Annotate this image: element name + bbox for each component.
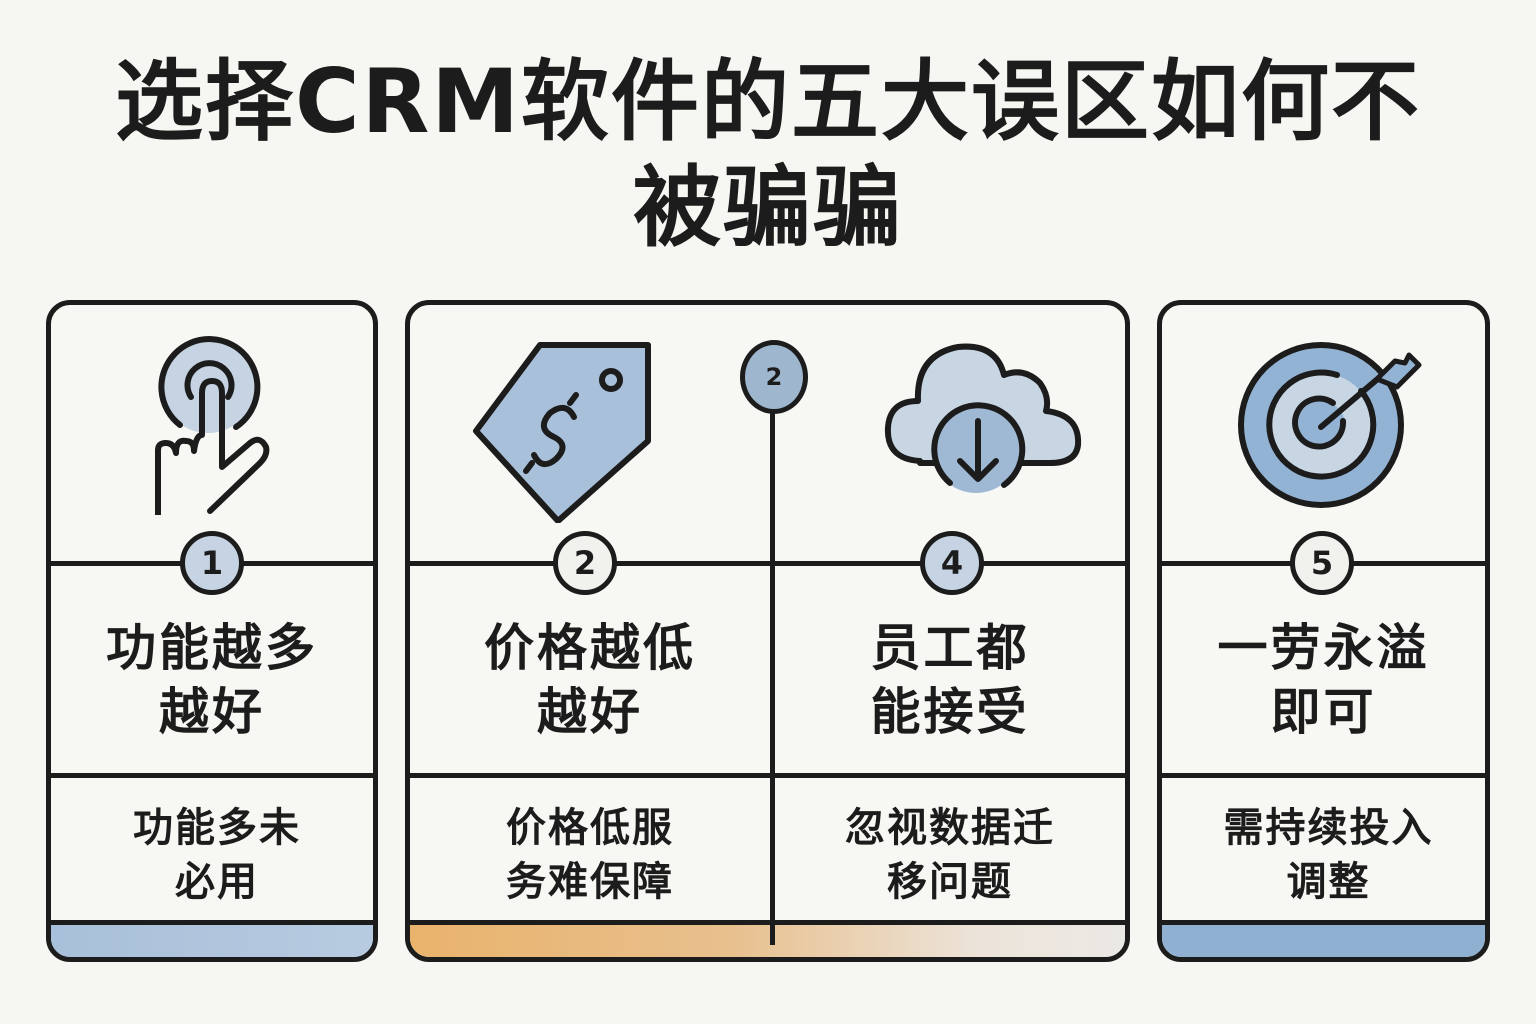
card-4-desc: 忽视数据迁 移问题 (775, 795, 1125, 915)
card-2-desc: 价格低服 务难保障 (410, 795, 770, 915)
card-base-strip (410, 920, 1125, 957)
card-2-heading: 价格越低 越好 (410, 605, 770, 755)
desc-line: 功能多未 (133, 805, 301, 851)
step-badge-1: 1 (180, 531, 244, 595)
card-5-desc: 需持续投入 调整 (1172, 795, 1485, 915)
heading-line: 员工都 (870, 619, 1030, 677)
cloud-download-icon (884, 343, 1082, 493)
card-5: 5 一劳永溢 即可 需持续投入 调整 (1157, 300, 1490, 962)
card-5-heading: 一劳永溢 即可 (1162, 605, 1485, 755)
card-1-heading: 功能越多 越好 (51, 605, 373, 755)
card-1-desc: 功能多未 必用 (61, 795, 373, 915)
divider (51, 773, 373, 778)
page-title-line2: 被骗骗 (632, 156, 903, 259)
heading-line: 一劳永溢 (1217, 619, 1430, 677)
heading-line: 价格越低 (484, 619, 696, 677)
connector-badge: 2 (740, 340, 808, 414)
desc-line: 需持续投入 (1223, 805, 1434, 851)
heading-line: 越好 (159, 683, 265, 741)
heading-line: 即可 (1270, 683, 1377, 741)
desc-line: 调整 (1286, 859, 1371, 905)
step-badge-2: 2 (553, 531, 617, 595)
target-icon (1238, 342, 1422, 508)
desc-line: 忽视数据迁 (845, 805, 1055, 851)
card-base-strip (1162, 920, 1485, 957)
desc-line: 必用 (175, 859, 259, 905)
step-badge-4: 4 (920, 531, 984, 595)
heading-line: 越好 (537, 683, 643, 741)
desc-line: 移问题 (887, 859, 1013, 905)
step-badge-5: 5 (1290, 531, 1354, 595)
divider (1162, 773, 1485, 778)
connector-line (770, 385, 775, 945)
page-title-line1: 选择CRM软件的五大误区如何不 (115, 50, 1421, 153)
card-4-heading: 员工都 能接受 (775, 605, 1125, 755)
desc-line: 价格低服 (506, 805, 674, 851)
card-1: 1 功能越多 越好 功能多未 必用 (46, 300, 378, 962)
touch-hand-icon (155, 336, 270, 515)
heading-line: 功能越多 (106, 619, 318, 677)
price-tag-icon (473, 342, 651, 523)
divider (410, 561, 1125, 566)
divider (410, 773, 1125, 778)
desc-line: 务难保障 (506, 859, 674, 905)
card-2-4: 2 2 4 价格越低 越好 价格低服 务难保障 员工都 能接受 忽视数据迁 移问… (405, 300, 1130, 962)
card-base-strip (51, 920, 373, 957)
heading-line: 能接受 (870, 683, 1030, 741)
